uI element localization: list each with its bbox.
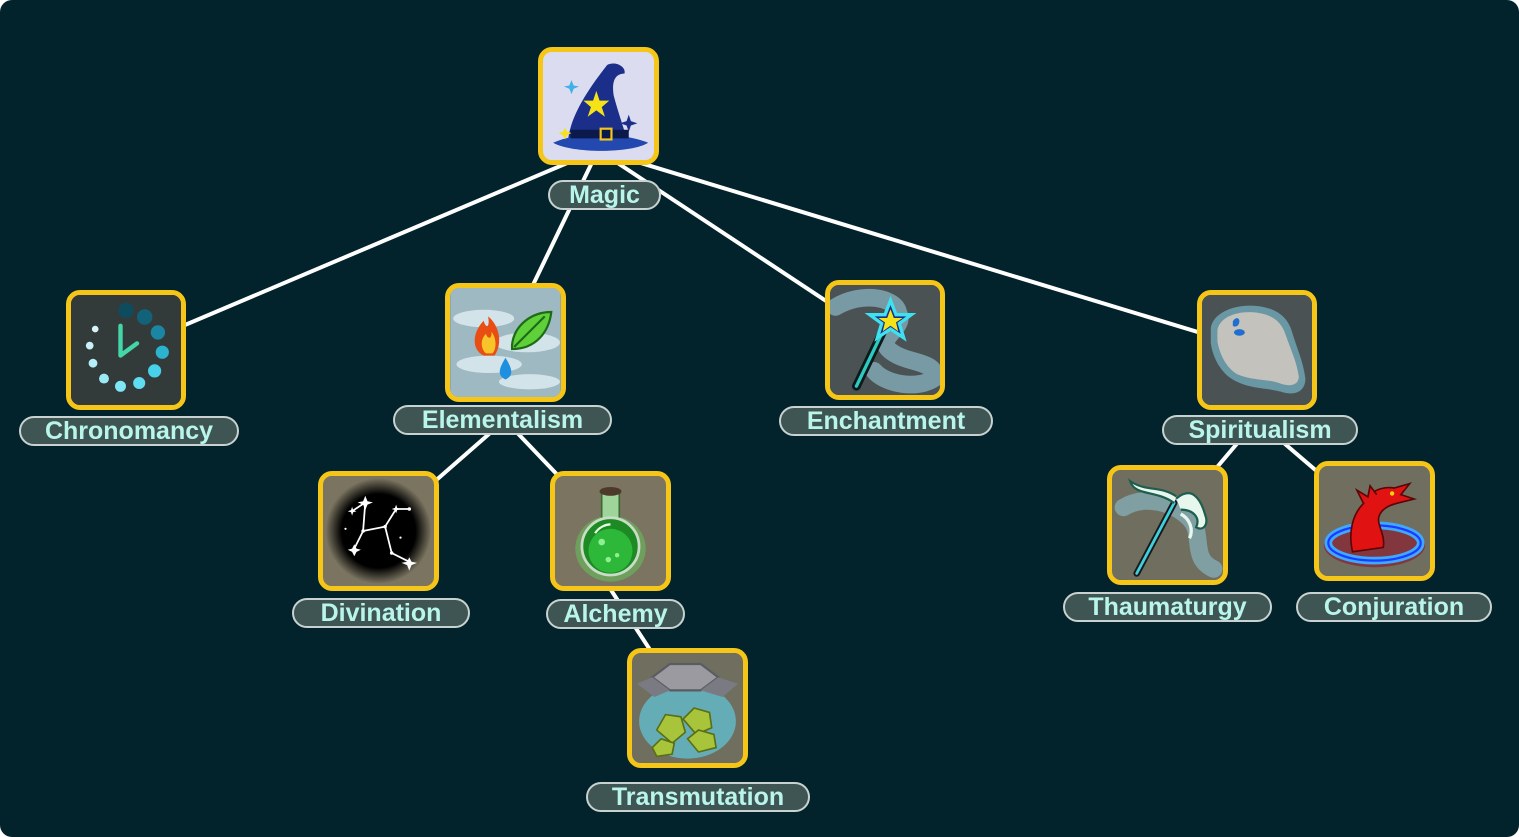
magic-wand-icon[interactable] <box>825 280 945 400</box>
node-label-spiritualism[interactable]: Spiritualism <box>1162 415 1358 445</box>
node-label-enchantment[interactable]: Enchantment <box>779 406 993 436</box>
node-label-conjuration[interactable]: Conjuration <box>1296 592 1492 622</box>
node-label-chronomancy[interactable]: Chronomancy <box>19 416 239 446</box>
constellation-icon[interactable] <box>318 471 439 591</box>
clock-icon[interactable] <box>66 290 186 410</box>
ghost-icon[interactable] <box>1197 290 1317 410</box>
edge-magic-spiritualism <box>596 148 1259 352</box>
gold-ore-icon[interactable] <box>627 648 748 768</box>
edge-magic-chronomancy <box>124 148 600 352</box>
wizard-hat-icon[interactable] <box>538 47 659 165</box>
node-label-thaumaturgy[interactable]: Thaumaturgy <box>1063 592 1272 622</box>
node-label-alchemy[interactable]: Alchemy <box>546 599 685 629</box>
node-label-elementalism[interactable]: Elementalism <box>393 405 612 435</box>
horned-staff-icon[interactable] <box>1107 465 1228 585</box>
potion-flask-icon[interactable] <box>550 471 671 591</box>
node-label-transmutation[interactable]: Transmutation <box>586 782 810 812</box>
node-label-divination[interactable]: Divination <box>292 598 470 628</box>
dragon-summon-icon[interactable] <box>1314 461 1435 581</box>
elements-icon[interactable] <box>445 283 566 402</box>
node-label-magic[interactable]: Magic <box>548 180 661 210</box>
